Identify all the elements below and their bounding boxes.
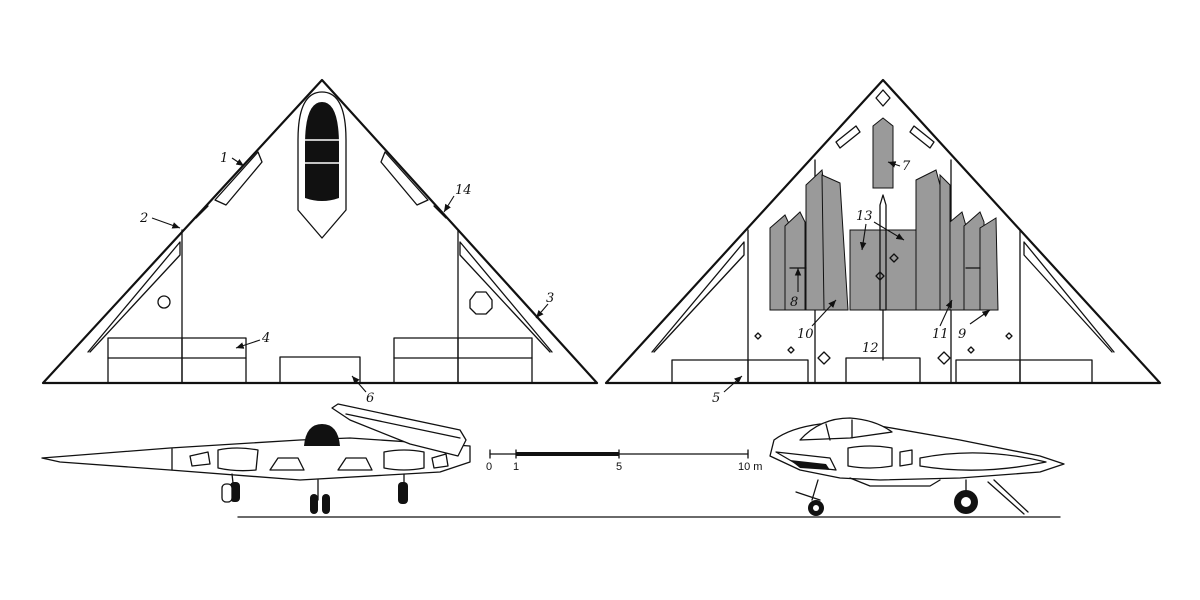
elevon-left (107, 337, 247, 384)
plan-view-internal: 7 13 8 10 12 11 9 5 (604, 78, 1162, 406)
scale-tick-label: 5 (616, 461, 622, 473)
callout-label: 6 (366, 391, 374, 406)
landing-gear-side (221, 473, 408, 514)
scale-tick-label: 1 (513, 461, 519, 473)
callout-label: 2 (139, 211, 148, 226)
callout-label: 12 (862, 341, 879, 356)
callout-label: 9 (958, 327, 966, 342)
callout-label: 1 (220, 151, 228, 166)
callout-label: 11 (932, 327, 949, 342)
callout-label: 5 (712, 391, 720, 406)
callout-label: 14 (455, 183, 472, 198)
callout-label: 3 (546, 291, 554, 306)
callout-label: 13 (856, 209, 873, 224)
canopy (297, 91, 347, 239)
side-view-elevation (41, 403, 1061, 518)
callout-label: 8 (790, 295, 798, 310)
callout-label: 4 (261, 331, 270, 346)
landing-gear-front (795, 479, 1029, 516)
elevon-right (393, 337, 533, 384)
scale-bar: 0 1 5 10 m (486, 449, 762, 473)
internal-fuel-tanks (769, 117, 999, 311)
plan-view-upper: 1 2 3 4 6 14 (41, 78, 599, 406)
scale-tick-label: 10 m (738, 461, 762, 473)
scale-tick-label: 0 (486, 461, 492, 473)
callout-label: 7 (902, 159, 911, 174)
side-view-oblique (769, 417, 1065, 516)
center-flap (279, 356, 361, 384)
callout-label: 10 (797, 327, 814, 342)
